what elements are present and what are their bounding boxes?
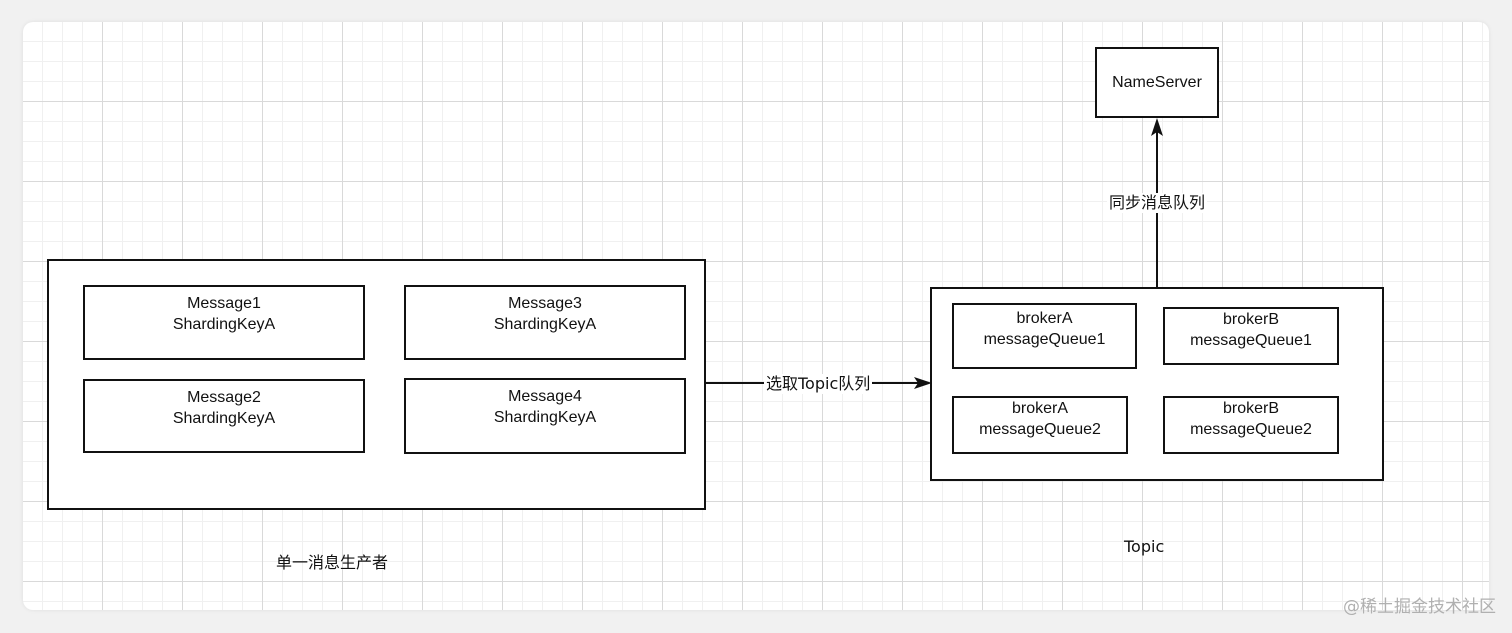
producer-caption: 单一消息生产者 (276, 553, 389, 572)
topic-caption: Topic (1124, 537, 1165, 556)
queue-node-brokerA-2-queue: messageQueue2 (979, 421, 1101, 438)
edge-label-sync-queue: 同步消息队列 (1107, 193, 1208, 213)
queue-node-brokerB-2: brokerB messageQueue2 (1163, 396, 1339, 454)
queue-node-brokerA-1: brokerA messageQueue1 (952, 303, 1137, 369)
message-node-2-key: ShardingKeyA (172, 410, 276, 427)
queue-node-brokerB-2-queue: messageQueue2 (1190, 421, 1312, 438)
queue-node-brokerB-1-queue: messageQueue1 (1190, 332, 1312, 349)
message-node-3-title: Message3 (508, 295, 582, 312)
nameserver-node: NameServer (1095, 47, 1219, 118)
edge-label-select-queue: 选取Topic队列 (764, 374, 873, 394)
message-node-2-title: Message2 (187, 389, 261, 406)
message-node-4: Message4 ShardingKeyA (404, 378, 686, 454)
message-node-3: Message3 ShardingKeyA (404, 285, 686, 360)
message-node-4-title: Message4 (508, 388, 582, 405)
message-node-2: Message2 ShardingKeyA (83, 379, 365, 453)
queue-node-brokerA-2: brokerA messageQueue2 (952, 396, 1128, 454)
queue-node-brokerA-1-queue: messageQueue1 (983, 331, 1106, 348)
queue-node-brokerB-1-broker: brokerB (1222, 311, 1280, 328)
queue-node-brokerA-2-broker: brokerA (1011, 400, 1069, 417)
queue-node-brokerB-1: brokerB messageQueue1 (1163, 307, 1339, 365)
message-node-3-key: ShardingKeyA (493, 316, 597, 333)
queue-node-brokerB-2-broker: brokerB (1222, 400, 1280, 417)
message-node-1-title: Message1 (187, 295, 261, 312)
message-node-1: Message1 ShardingKeyA (83, 285, 365, 360)
queue-node-brokerA-1-broker: brokerA (1016, 310, 1073, 327)
nameserver-label: NameServer (1112, 74, 1202, 91)
watermark: @稀土掘金技术社区 (1343, 597, 1496, 617)
message-node-4-key: ShardingKeyA (493, 409, 597, 426)
message-node-1-key: ShardingKeyA (172, 316, 276, 333)
